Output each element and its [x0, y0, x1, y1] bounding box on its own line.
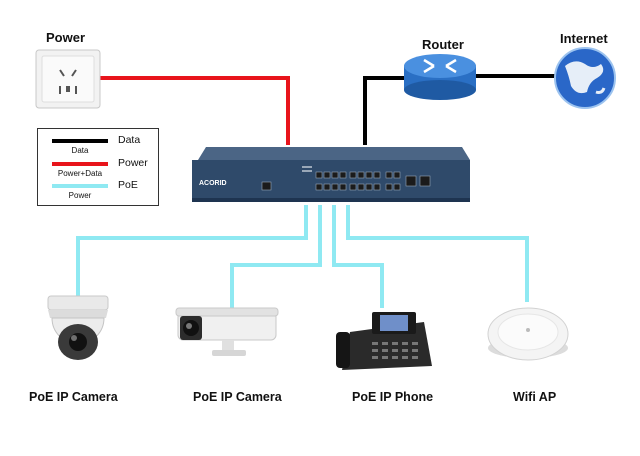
device-label-camera-2: PoE IP Camera — [193, 390, 282, 404]
device-label-phone: PoE IP Phone — [352, 390, 434, 404]
power-label: Power — [46, 30, 86, 45]
legend-sub-data: Data — [71, 146, 89, 155]
power-outlet-icon — [35, 49, 101, 109]
dome-camera-icon — [47, 295, 109, 360]
router-icon — [404, 54, 476, 100]
globe-icon — [554, 47, 616, 109]
poe-cable-ap — [346, 205, 529, 302]
router-label: Router — [422, 37, 464, 52]
legend: Data Data Power Power+Data PoE Power — [37, 128, 159, 206]
ip-phone-icon — [336, 312, 432, 370]
legend-swatch-data — [52, 139, 108, 143]
device-label-ap: Wifi AP — [513, 390, 557, 404]
wifi-ap-icon — [487, 307, 569, 361]
switch-brand: ACORID — [199, 180, 227, 187]
data-cable-router — [363, 76, 406, 145]
legend-sub-power: Power+Data — [57, 169, 103, 178]
legend-label-poe: PoE — [118, 179, 138, 191]
legend-label-power: Power — [118, 157, 148, 169]
poe-cable-camera-1 — [76, 205, 308, 297]
poe-cables — [76, 205, 529, 310]
legend-label-data: Data — [118, 134, 141, 146]
legend-sub-poe: Power — [68, 191, 92, 200]
poe-cable-phone — [332, 205, 384, 308]
power-cable — [100, 76, 290, 145]
bullet-camera-icon — [175, 307, 279, 356]
legend-swatch-poe — [52, 184, 108, 188]
poe-cable-camera-2 — [230, 205, 322, 310]
legend-swatch-power — [52, 162, 108, 166]
switch-ports — [315, 171, 431, 191]
internet-label: Internet — [560, 31, 608, 46]
poe-switch: ACORID — [192, 147, 470, 202]
device-label-camera-1: PoE IP Camera — [29, 390, 118, 404]
